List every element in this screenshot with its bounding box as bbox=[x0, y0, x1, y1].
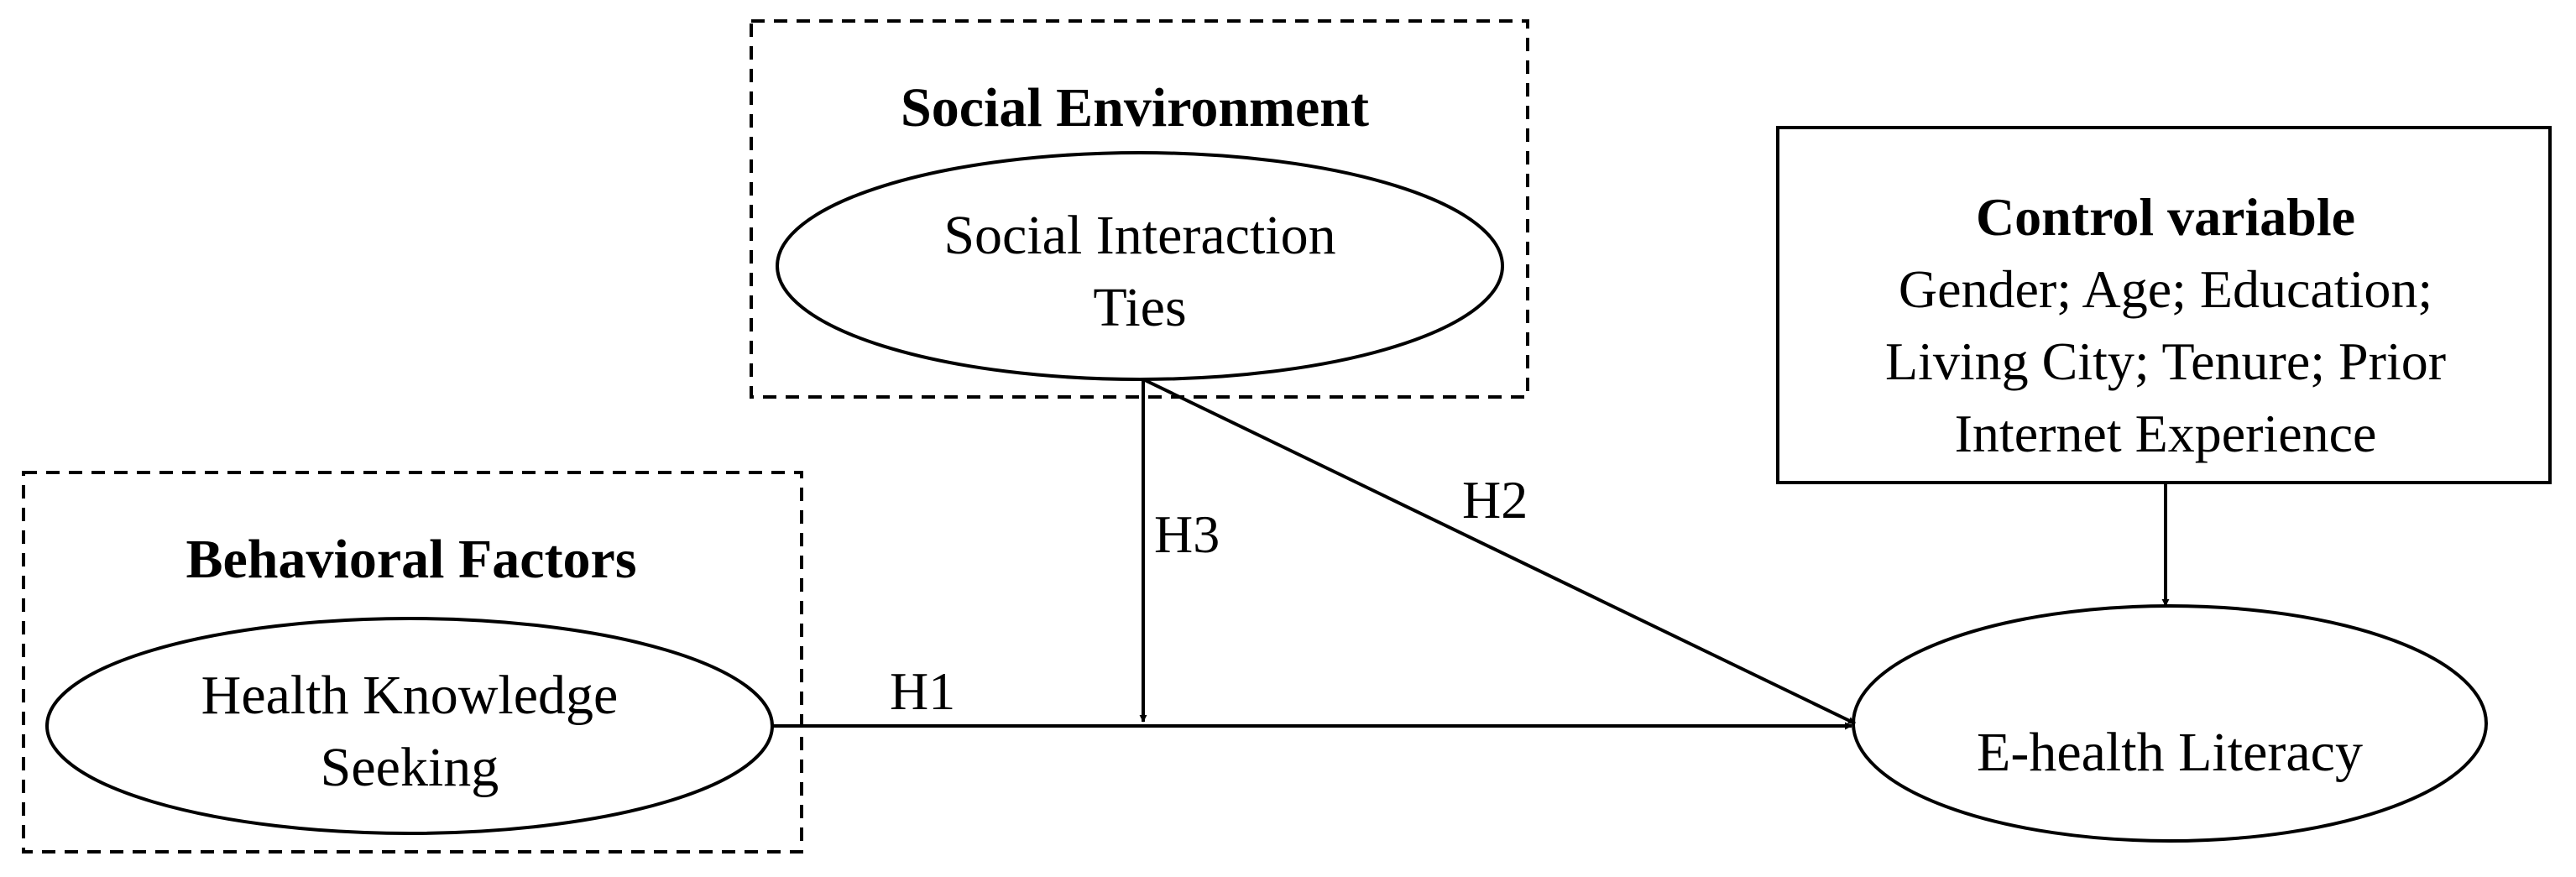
social-environment-title: Social Environment bbox=[901, 77, 1369, 138]
health-knowledge-seeking-label-line2: Seeking bbox=[321, 737, 499, 798]
group-behavioral-factors: Behavioral Factors Health Knowledge Seek… bbox=[22, 471, 803, 854]
social-interaction-ties-node bbox=[776, 151, 1504, 381]
h2-label: H2 bbox=[1462, 470, 1528, 530]
social-environment-dashed-box bbox=[750, 19, 1529, 399]
h2-arrow bbox=[1142, 378, 1856, 725]
social-interaction-ties-label-line1: Social Interaction bbox=[943, 205, 1335, 266]
edges bbox=[772, 378, 2170, 730]
ehealth-literacy-group: E-health Literacy bbox=[1852, 604, 2488, 843]
group-control-variable: Control variable Gender; Age; Education;… bbox=[1776, 126, 2552, 484]
control-variable-line3: Internet Experience bbox=[1955, 404, 2377, 463]
behavioral-factors-dashed-box bbox=[22, 471, 803, 854]
health-knowledge-seeking-node bbox=[45, 617, 774, 835]
control-variable-box bbox=[1776, 126, 2552, 484]
behavioral-factors-title: Behavioral Factors bbox=[185, 529, 636, 590]
control-variable-line1: Gender; Age; Education; bbox=[1899, 259, 2432, 319]
health-knowledge-seeking-label-line1: Health Knowledge bbox=[201, 665, 619, 726]
h3-label: H3 bbox=[1154, 504, 1220, 564]
social-interaction-ties-label-line2: Ties bbox=[1093, 277, 1186, 338]
group-social-environment: Social Environment Social Interaction Ti… bbox=[750, 19, 1529, 399]
h1-label: H1 bbox=[890, 661, 955, 721]
control-variable-title: Control variable bbox=[1976, 187, 2355, 247]
control-variable-line2: Living City; Tenure; Prior bbox=[1885, 331, 2446, 391]
ehealth-literacy-label: E-health Literacy bbox=[1977, 722, 2363, 783]
